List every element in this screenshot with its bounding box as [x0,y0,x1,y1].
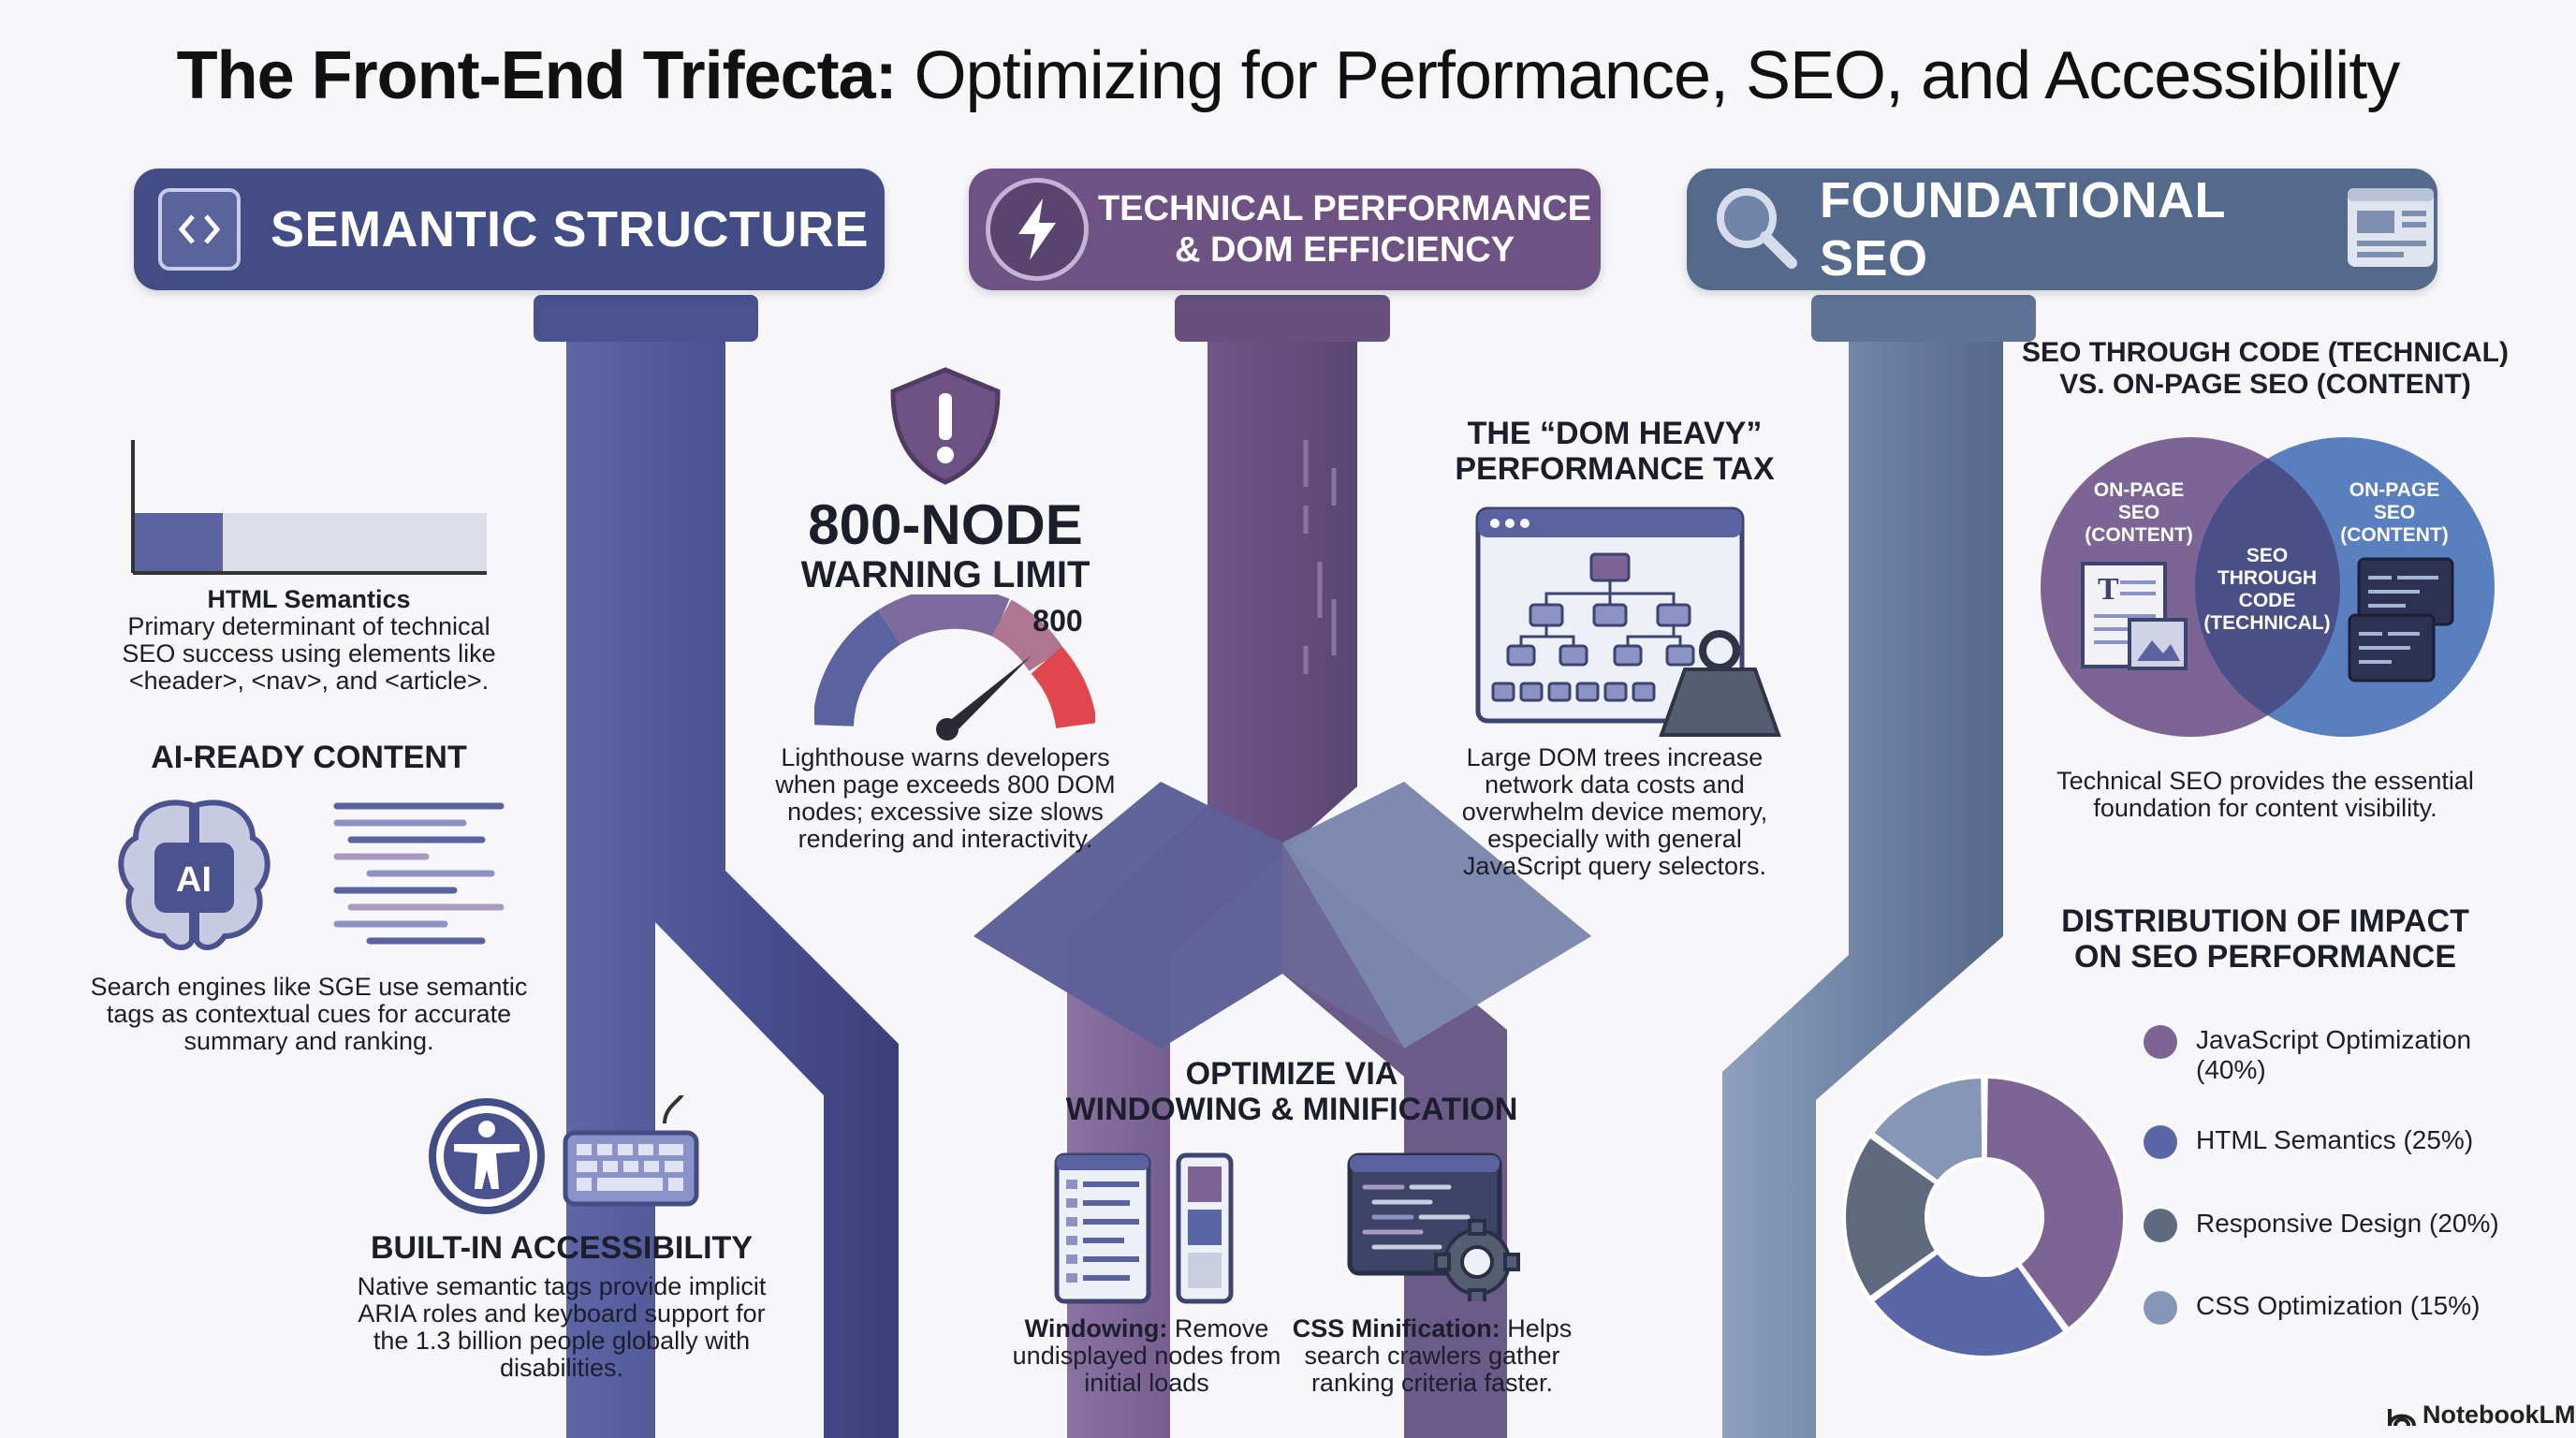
header-label-line2: & DOM EFFICIENCY [1174,230,1515,270]
svg-text:T: T [2098,572,2119,607]
legend-swatch [2144,1209,2177,1242]
node-limit-description: Lighthouse warns developers when page ex… [775,743,1116,853]
ai-brain-icon: AI [118,800,271,950]
accessibility-title: BUILT-IN ACCESSIBILITY [371,1230,753,1266]
css-minification-icon [1347,1152,1520,1301]
header-foundational-seo: FOUNDATIONAL SEO [1687,169,2437,290]
page-title: The Front-End Trifecta: Optimizing for P… [176,38,2401,113]
gear-icon [1434,1219,1520,1301]
keyboard-icon [563,1095,699,1207]
pipe-cap-center [1175,295,1390,342]
css-minification-description: CSS Minification: Helps search crawlers … [1292,1314,1573,1397]
dom-heavy-description: Large DOM trees increase network data co… [1461,743,1768,880]
notebooklm-branding: NotebookLM [2387,1401,2575,1430]
magnifier-icon [1709,181,1803,279]
header-semantic-structure: SEMANTIC STRUCTURE [134,169,885,290]
seo-venn-description: Technical SEO provides the essential fou… [2056,767,2474,822]
code-stream-decoration [1303,440,1337,674]
windowing-list-icon [1054,1152,1234,1304]
document-icon: T [2081,562,2188,670]
webpage-layout-icon [2344,184,2437,275]
accessibility-person-icon [429,1098,545,1214]
ai-icon-label: AI [176,860,212,900]
dom-tree-browser-icon [1475,506,1781,737]
legend-item-javascript: JavaScript Optimization(40%) [2144,1025,2471,1085]
accessibility-description: Native semantic tags provide implicit AR… [357,1272,767,1382]
legend-item-responsive-design: Responsive Design (20%) [2144,1209,2499,1242]
pipe-right [1722,342,2003,1438]
pipe-cap-left [534,295,758,342]
ai-ready-description: Search engines like SGE use semantic tag… [90,973,528,1055]
header-label: SEMANTIC STRUCTURE [271,201,869,257]
legend-swatch [2144,1291,2177,1325]
html-semantics-title: HTML Semantics [207,585,411,613]
warning-shield-icon [890,367,1001,485]
dom-heavy-title: THE “DOM HEAVY” PERFORMANCE TAX [1455,416,1775,487]
document-lines-icon [333,802,505,945]
node-limit-title: 800-NODE WARNING LIMIT [800,493,1090,596]
pipe-cap-right [1811,295,2036,342]
legend-swatch [2144,1025,2177,1059]
donut-slice-javascript-optimization [1983,1074,2127,1333]
dom-node-gauge [814,594,1095,741]
donut-slice-responsive-design [1842,1133,1940,1301]
code-windows-icon [2348,557,2454,682]
legend-item-html-semantics: HTML Semantics (25%) [2144,1125,2473,1159]
header-technical-performance: TECHNICAL PERFORMANCE & DOM EFFICIENCY [969,169,1601,290]
ai-ready-title: AI-READY CONTENT [151,740,467,775]
lightning-icon [986,178,1089,281]
legend-item-css-optimization: CSS Optimization (15%) [2144,1291,2480,1325]
code-brackets-icon [158,188,241,271]
legend-swatch [2144,1125,2177,1159]
chart-title: DISTRIBUTION OF IMPACT ON SEO PERFORMANC… [2061,903,2469,975]
notebooklm-logo-icon [2388,1408,2416,1426]
gauge-label-800: 800 [1032,604,1083,638]
html-semantics-block: HTML Semantics Primary determinant of te… [94,586,524,695]
optimize-title: OPTIMIZE VIA WINDOWING & MINIFICATION [1065,1056,1518,1127]
seo-venn-diagram: T [2041,437,2495,737]
html-semantics-bar-fill [135,513,223,571]
header-label-line1: TECHNICAL PERFORMANCE [1097,189,1592,228]
donut-slice-css-optimization [1868,1074,1986,1185]
header-label: FOUNDATIONAL SEO [1820,172,2225,286]
seo-venn-title: SEO THROUGH CODE (TECHNICAL) VS. ON-PAGE… [2022,337,2509,400]
html-semantics-bar [131,440,487,575]
donut-slice-html-semantics [1868,1249,2069,1359]
seo-impact-donut-chart [1842,1074,2127,1359]
windowing-description: Windowing: Remove undisplayed nodes from… [1012,1314,1281,1397]
